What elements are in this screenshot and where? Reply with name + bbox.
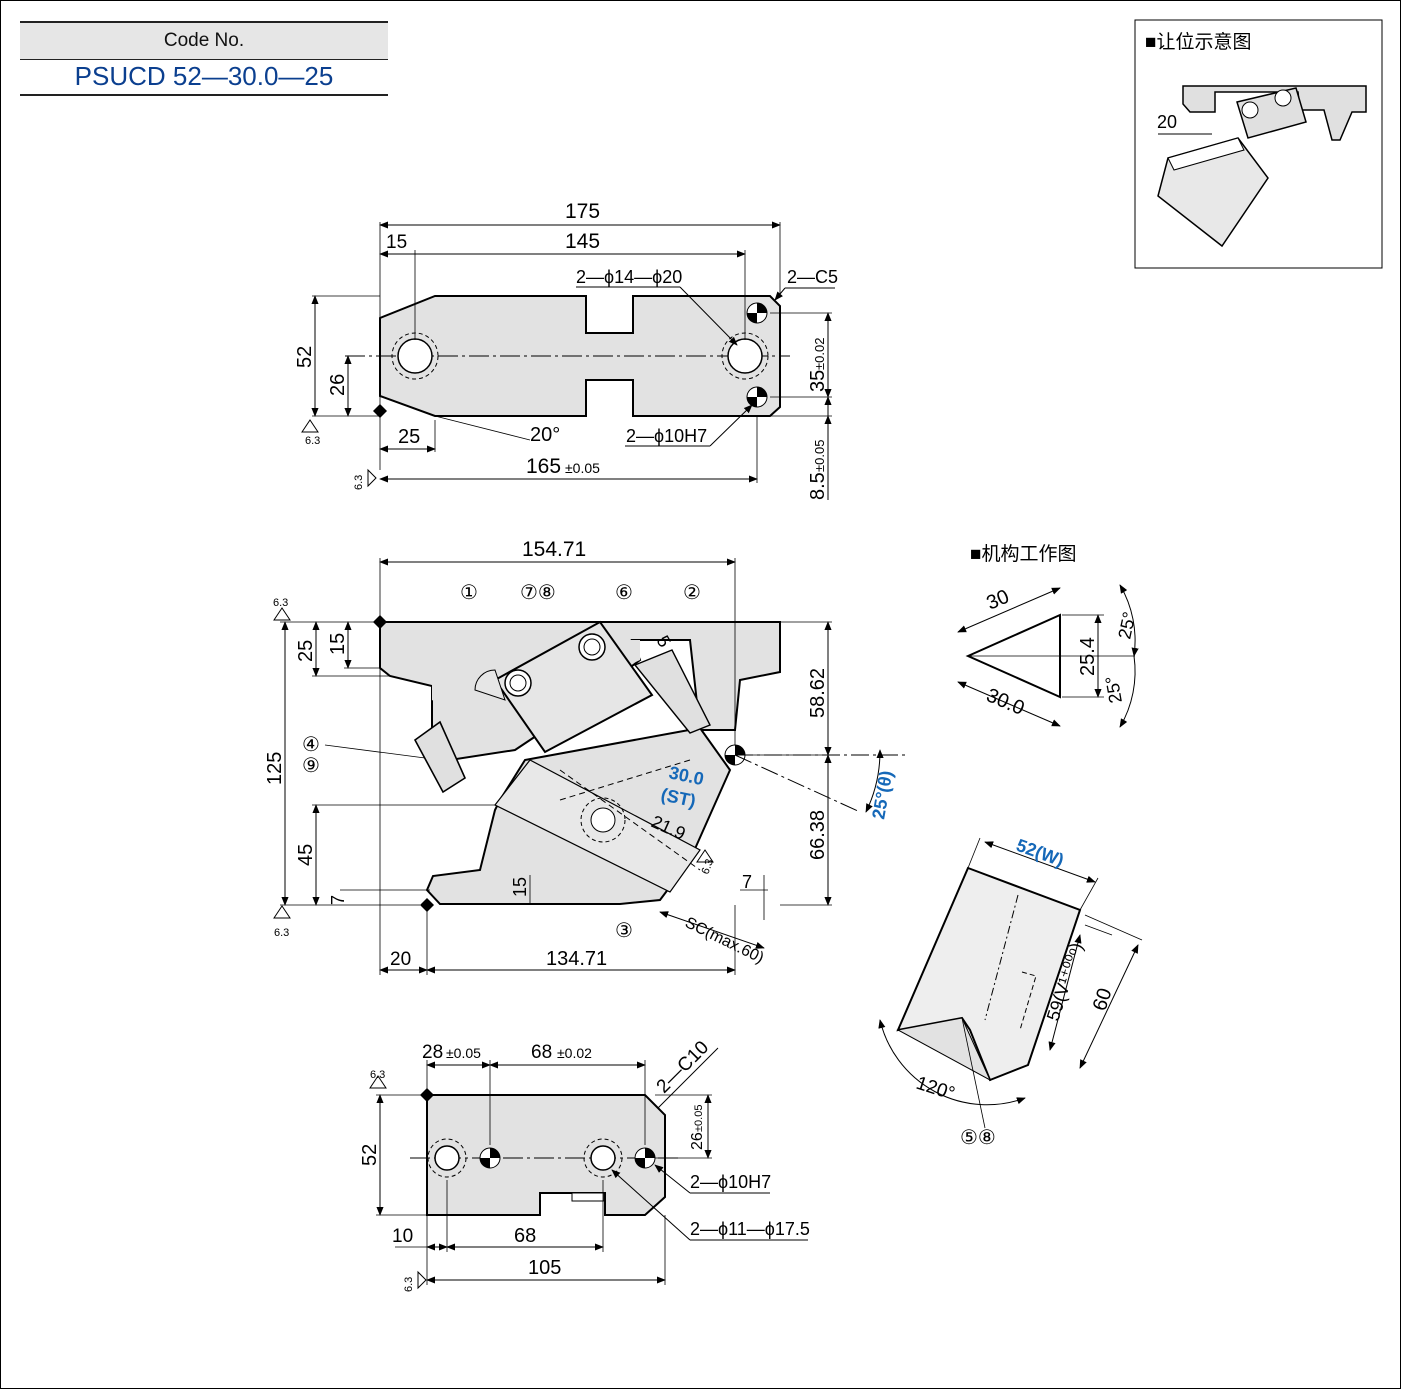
top-view: 175 15 145 2—ϕ14—ϕ20 2—C5 52 26 35 ±0.02…: [294, 200, 838, 500]
front-d15471: 154.71: [522, 538, 586, 561]
front-d25: 25: [295, 640, 317, 662]
mech-title: ■机构工作图: [970, 543, 1076, 565]
top-d25: 25: [398, 426, 420, 448]
front-d20: 20: [390, 949, 411, 970]
top-d26: 26: [327, 374, 349, 396]
clearance-inset: ■让位示意图 20: [1134, 19, 1383, 269]
front-d7: 7: [328, 895, 348, 905]
bot-d68b: 68: [514, 1225, 536, 1247]
top-rough: 6.3: [305, 435, 320, 447]
bot-d52: 52: [359, 1144, 381, 1166]
callout-6: ⑥: [615, 582, 633, 604]
callout-4: ④: [302, 734, 320, 756]
top-d15: 15: [386, 232, 407, 253]
front-rough2: 6.3: [274, 927, 289, 939]
bot-d26: 26: [689, 1132, 706, 1150]
front-d15: 15: [327, 633, 349, 655]
bot-d28: 28: [422, 1042, 443, 1063]
top-holes: 2—ϕ14—ϕ20: [576, 267, 682, 287]
top-tol002: ±0.02: [812, 338, 827, 370]
inset-dim: 20: [1157, 112, 1177, 132]
top-d175: 175: [565, 200, 600, 223]
code-label: Code No.: [20, 21, 388, 60]
mech-d254: 25.4: [1077, 637, 1099, 676]
top-d35: 35: [807, 370, 829, 392]
bot-holes: 2—ϕ11—ϕ17.5: [690, 1219, 810, 1239]
top-d85: 8.5: [807, 472, 829, 500]
top-chamfer: 2—C5: [787, 267, 838, 287]
top-d52: 52: [294, 346, 316, 368]
iso-angle: 120°: [913, 1073, 957, 1105]
front-view: 154.71 125 25 15 45 7 15 5 58.62 66.38 7…: [264, 538, 905, 975]
front-d7b: 7: [742, 872, 752, 892]
mechanism-diagram: ■机构工作图 30 30.0 25.4 25° 25°: [957, 543, 1140, 728]
top-d145: 145: [565, 230, 600, 253]
front-rough: 6.3: [273, 597, 288, 609]
front-d125: 125: [264, 752, 286, 785]
front-rough3: 6.3: [700, 858, 717, 876]
bot-rough2: 6.3: [403, 1277, 415, 1292]
bot-d68: 68: [531, 1042, 552, 1063]
mech-a1: 25°: [1114, 610, 1139, 641]
top-tol005b: ±0.05: [565, 460, 600, 476]
inset-title: ■让位示意图: [1145, 31, 1251, 53]
front-d5862: 58.62: [807, 668, 829, 718]
callout-1: ①: [460, 582, 478, 604]
bot-pins: 2—ϕ10H7: [690, 1172, 771, 1192]
callout-3: ③: [615, 920, 633, 942]
bot-tol26: ±0.05: [693, 1105, 705, 1132]
bot-tol002: ±0.02: [557, 1045, 592, 1061]
callout-9: ⑨: [302, 755, 320, 777]
front-d6638: 66.38: [807, 810, 829, 860]
bottom-view: 28 ±0.05 68 ±0.02 2—C10 26 ±0.05 52 2—ϕ1…: [359, 1037, 810, 1292]
bot-d105: 105: [528, 1257, 561, 1279]
front-d15b: 15: [510, 877, 530, 897]
mech-a2: 25°: [1102, 674, 1126, 704]
front-d13471: 134.71: [546, 948, 607, 970]
iso-blade: 52(W) 59(V¹⁺⁰⁰ᵒ) 60 120° ⑤⑧: [878, 835, 1143, 1149]
front-d45: 45: [295, 844, 317, 866]
iso-d60: 60: [1089, 986, 1117, 1014]
mech-d30b: 30.0: [983, 684, 1027, 719]
callout-2: ②: [683, 582, 701, 604]
iso-c58: ⑤⑧: [960, 1127, 996, 1149]
bot-tol005: ±0.05: [446, 1045, 481, 1061]
top-angle: 20°: [530, 424, 560, 446]
top-tol005: ±0.05: [812, 440, 827, 472]
bot-chamfer: 2—C10: [653, 1037, 713, 1097]
code-value: PSUCD 52—30.0—25: [20, 58, 388, 96]
bot-rough: 6.3: [370, 1069, 385, 1081]
callout-78: ⑦⑧: [520, 582, 556, 604]
top-rough2: 6.3: [353, 475, 365, 490]
top-d165: 165: [526, 455, 561, 478]
bot-d10: 10: [392, 1226, 413, 1247]
top-pins: 2—ϕ10H7: [626, 426, 707, 446]
iso-w: 52(W): [1014, 835, 1067, 871]
front-sc: SC(max.60): [682, 914, 766, 967]
front-theta: 25°(θ): [868, 769, 896, 821]
